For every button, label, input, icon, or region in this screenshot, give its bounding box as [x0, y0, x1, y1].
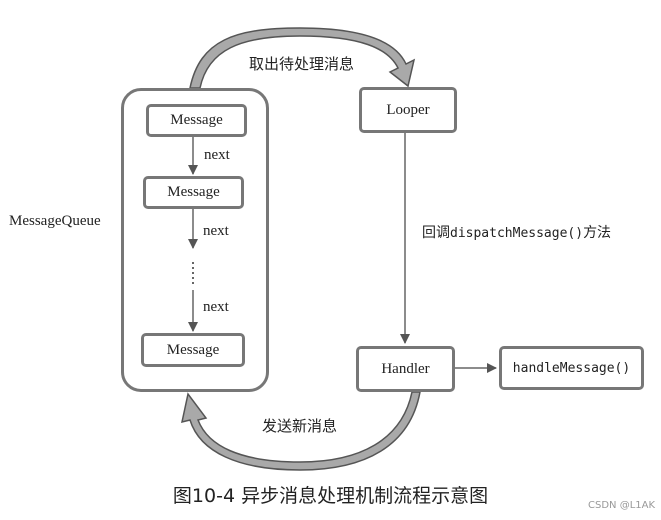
handler-box: Handler	[356, 346, 455, 392]
callback-suffix: 方法	[583, 226, 612, 241]
looper-box: Looper	[359, 87, 457, 133]
top-arc-label: 取出待处理消息	[249, 57, 355, 73]
top-arc-arrow	[189, 27, 416, 89]
bottom-arc-arrow	[181, 391, 421, 471]
message-box-1: Message	[146, 104, 247, 137]
callback-prefix: 回调	[422, 226, 450, 241]
callback-label: 回调dispatchMessage()方法	[422, 222, 611, 242]
callback-code: dispatchMessage()	[450, 226, 584, 241]
message-queue-container	[121, 88, 269, 392]
watermark: CSDN @L1AK	[588, 500, 656, 511]
message-box-2: Message	[143, 176, 244, 209]
message-box-3: Message	[141, 333, 245, 367]
next-label-1: next	[204, 147, 230, 163]
bottom-arc-label: 发送新消息	[262, 419, 338, 435]
message-queue-label: MessageQueue	[9, 213, 101, 229]
handle-message-box: handleMessage()	[499, 346, 644, 390]
next-label-2: next	[203, 223, 229, 239]
figure-caption: 图10-4 异步消息处理机制流程示意图	[172, 485, 489, 507]
next-label-3: next	[203, 299, 229, 315]
